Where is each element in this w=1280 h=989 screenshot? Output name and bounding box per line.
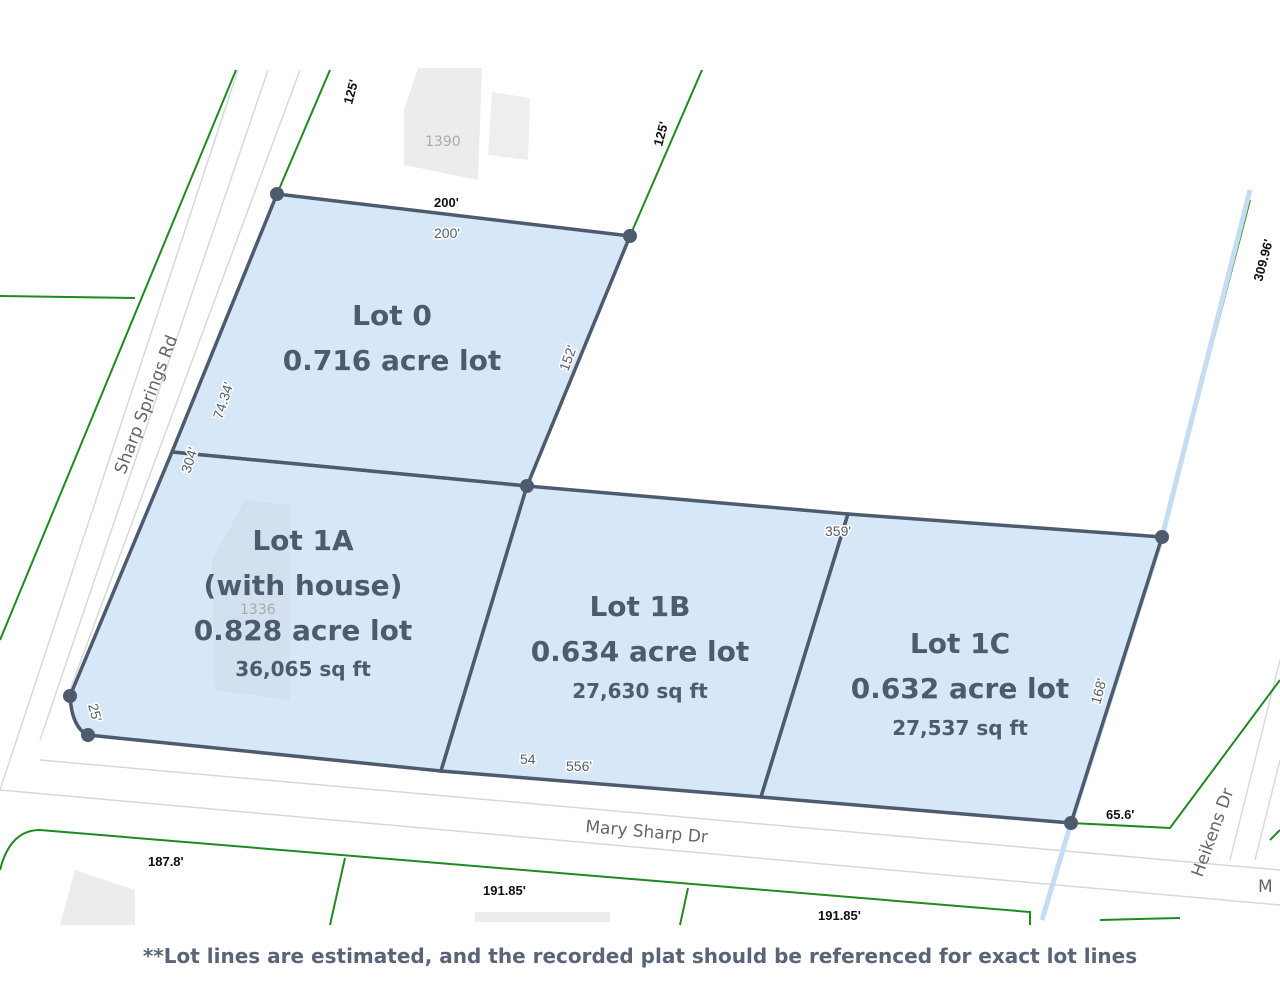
lots (68, 192, 1165, 825)
road-mary-sharp: Mary Sharp Dr (585, 817, 709, 848)
svg-text:54: 54 (520, 751, 536, 767)
lot-0-acres: 0.716 acre lot (283, 344, 502, 377)
lot-1c-name: Lot 1C (910, 627, 1010, 660)
lot-1a-acres: 0.828 acre lot (194, 614, 413, 647)
svg-text:200': 200' (434, 195, 459, 210)
svg-text:168': 168' (1087, 676, 1109, 705)
svg-text:191.85': 191.85' (483, 883, 526, 898)
lot-1b-name: Lot 1B (589, 590, 690, 623)
lot-1a-sqft: 36,065 sq ft (235, 657, 371, 681)
svg-text:359': 359' (825, 523, 851, 539)
svg-text:125': 125' (650, 120, 671, 148)
lot-0-name: Lot 0 (352, 299, 432, 332)
house-1336: 1336 (212, 500, 290, 700)
lot-1a-name: Lot 1A (252, 524, 354, 557)
svg-text:556': 556' (566, 758, 592, 774)
lot-vertices (63, 187, 1169, 830)
lot-1c-acres: 0.632 acre lot (851, 672, 1070, 705)
svg-text:125': 125' (340, 78, 361, 106)
lot-1a-note: (with house) (204, 569, 403, 602)
road-edges (0, 69, 1280, 906)
lot-1b-acres: 0.634 acre lot (531, 635, 750, 668)
disclaimer-note: **Lot lines are estimated, and the recor… (142, 944, 1138, 968)
lot-1c-sqft: 27,537 sq ft (892, 716, 1028, 740)
svg-text:191.85': 191.85' (818, 908, 861, 923)
lot-1b-sqft: 27,630 sq ft (572, 679, 708, 703)
svg-text:309.96': 309.96' (1250, 237, 1276, 282)
svg-text:187.8': 187.8' (148, 854, 184, 869)
lot-0-shape[interactable] (169, 192, 633, 488)
road-partial: M (1258, 877, 1273, 897)
building-1390: 1390 (404, 68, 530, 180)
svg-text:65.6': 65.6' (1106, 807, 1134, 822)
svg-text:1390: 1390 (425, 134, 461, 150)
svg-text:1336: 1336 (240, 602, 276, 618)
building-south (60, 870, 610, 925)
svg-text:25': 25' (85, 702, 105, 724)
svg-text:200': 200' (434, 225, 460, 241)
dimension-labels: 125' 125' 200' 200' 152' 304' 74.34' 359… (84, 78, 1276, 923)
plat-map: 1390 1336 Lot 0 0.716 acre lot Lot 1A (w… (0, 68, 1280, 926)
